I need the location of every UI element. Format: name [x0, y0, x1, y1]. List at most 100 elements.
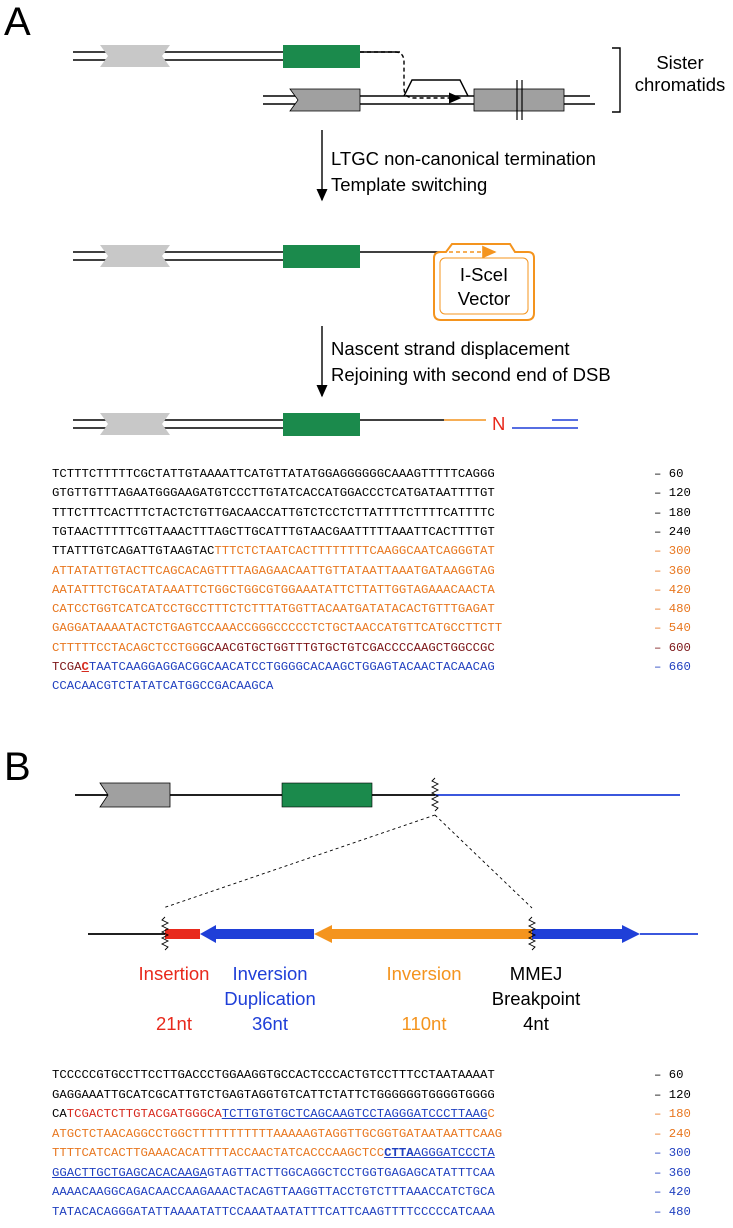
step1-line1: LTGC non-canonical termination [331, 148, 596, 169]
panel-a-letter: A [4, 0, 31, 44]
sequence-segment: CATCCTGGTCATCATCCTGCCTTTCTCTTTATGGTTACAA… [52, 602, 495, 617]
mmej-label-1: MMEJ [509, 963, 563, 984]
sequence-segment: TAATCAAGGAGGACGGCAACATCCTGGGGCACAAGCTGGA… [88, 660, 495, 674]
sequence-row: TTTTCATCACTTGAAACACATTTTACCAACTATCACCCAA… [52, 1145, 495, 1161]
sequence-row: GAGGAAATTGCATCGCATTGTCTGAGTAGGTGTCATTCTA… [52, 1087, 495, 1103]
sequence-row: ATTATATTGTACTTCAGCACAGTTTTAGAGAACAATTGTT… [52, 563, 495, 579]
sequence-segment: TCGA [52, 660, 82, 674]
sequence-segment: CTTTTTCCTACAGCTCCTGG [52, 640, 200, 655]
inv-dup-label-1: Inversion [232, 963, 308, 984]
sequence-row: ATGCTCTAACAGGCCTGGCTTTTTTTTTTTAAAAAGTAGG… [52, 1126, 502, 1142]
sequence-segment: CA [52, 1107, 67, 1121]
inv-dup-label-2: Duplication [224, 988, 316, 1009]
sequence-segment: C [487, 1107, 495, 1121]
inv-dup-length: 36nt [251, 1013, 288, 1034]
gray-arrow-box [100, 45, 170, 67]
step2-line2: Rejoining with second end of DSB [331, 364, 611, 385]
sequence-row: TATACACAGGGATATTAAAATATTCCAAATAATATTTCAT… [52, 1204, 495, 1220]
gray-arrow-box-b [99, 782, 171, 808]
sequence-row: GGACTTGCTGAGCACACAAGAGTAGTTACTTGGCAGGCTC… [52, 1165, 495, 1181]
sequence-segment: TCTTGTGTGCTCAGCAAGTCCTAGGGATCCCTTAAG [221, 1107, 488, 1121]
sequence-segment: GAGGATAAAATACTCTGAGTCCAAACCGGGCCCCCTCTGC… [52, 621, 503, 636]
sequence-segment: ATTATATTGTACTTCAGCACAGTTTTAGAGAACAATTGTT… [52, 563, 495, 578]
sequence-position: – 420 [654, 1185, 691, 1199]
sequence-segment: GAGGAAATTGCATCGCATTGTCTGAGTAGGTGTCATTCTA… [52, 1087, 495, 1102]
sequence-row: AAAACAAGGCAGACAACCAAGAAACTACAGTTAAGGTTAC… [52, 1184, 495, 1200]
inversion-length: 110nt [401, 1013, 447, 1034]
sequence-segment: TGTAACTTTTTCGTTAAACTTTAGCTTGCATTTGTAACGA… [52, 524, 495, 539]
gray-box-2 [473, 88, 565, 112]
sequence-row: GTGTTGTTTAGAATGGGAAGATGTCCCTTGTATCACCATG… [52, 485, 495, 501]
sequence-segment: GTGTTGTTTAGAATGGGAAGATGTCCCTTGTATCACCATG… [52, 486, 495, 501]
sequence-position: – 60 [654, 1068, 684, 1082]
sequence-segment: GGACTTGCTGAGCACACAAGA [52, 1165, 207, 1180]
sequence-position: – 540 [654, 621, 691, 636]
sequence-segment: TTTTCATCACTTGAAACACATTTTACCAACTATCACCCAA… [52, 1146, 385, 1160]
sister-bracket [612, 47, 621, 113]
sequence-row: TCGACTAATCAAGGAGGACGGCAACATCCTGGGGCACAAG… [52, 659, 495, 675]
sequence-position: – 180 [654, 505, 691, 520]
sequence-position: – 480 [654, 602, 691, 617]
inversion-arrow [314, 925, 532, 943]
gray-arrow-box-2 [289, 88, 361, 112]
sequence-row: CCACAACGTCTATATCATGGCCGACAAGCA [52, 678, 273, 694]
green-box-b [281, 782, 373, 808]
sequence-row: TCCCCCGTGCCTTCCTTGACCCTGGAAGGTGCCACTCCCA… [52, 1067, 495, 1083]
sequence-position: – 360 [654, 1165, 691, 1180]
sequence-position: – 600 [654, 640, 691, 655]
sequence-position: – 240 [654, 1126, 691, 1141]
rejoin-diagram [73, 413, 578, 436]
step2-line1: Nascent strand displacement [331, 338, 570, 359]
panel-a-sequence: TCTTTCTTTTTCGCTATTGTAAAATTCATGTTATATGGAG… [0, 466, 733, 693]
sequence-position: – 300 [654, 1146, 691, 1160]
sequence-row: TTTCTTTCACTTTCTACTCTGTTGACAACCATTGTCTCCT… [52, 505, 495, 521]
panel-b-diagram [75, 777, 680, 909]
sequence-row: CATCCTGGTCATCATCCTGCCTTTCTCTTTATGGTTACAA… [52, 601, 495, 617]
template-switch-diagram [73, 243, 535, 321]
inv-dup-arrow [200, 925, 314, 943]
sequence-position: – 60 [654, 467, 684, 481]
vector-box [433, 243, 535, 321]
bottom-chromatid [263, 79, 595, 120]
sequence-segment: TCCCCCGTGCCTTCCTTGACCCTGGAAGGTGCCACTCCCA… [52, 1068, 495, 1082]
sequence-segment: ATGCTCTAACAGGCCTGGCTTTTTTTTTTTAAAAAGTAGG… [52, 1126, 503, 1141]
sequence-segment: TTATTTGTCAGATTGTAAGTAC [52, 544, 215, 559]
sequence-segment: AAAACAAGGCAGACAACCAAGAAACTACAGTTAAGGTTAC… [52, 1185, 495, 1199]
sequence-segment: GTAGTTACTTGGCAGGCTCCTGGTGAGAGCATATTTCAA [206, 1165, 495, 1180]
step1-line2: Template switching [331, 174, 488, 195]
sequence-segment: AATATTTCTGCATATAAATTCTGGCTGGCGTGGAAATATT… [52, 582, 495, 597]
sequence-position: – 360 [654, 563, 691, 578]
panel-b-sequence: TCCCCCGTGCCTTCCTTGACCCTGGAAGGTGCCACTCCCA… [0, 1067, 733, 1227]
vector-label-2: Vector [457, 288, 511, 309]
sequence-segment: CTTA [384, 1146, 414, 1160]
sequence-segment: TATACACAGGGATATTAAAATATTCCAAATAATATTTCAT… [52, 1204, 495, 1219]
forward-arrow [532, 925, 640, 943]
sequence-segment: TTTCTCTAATCACTTTTTTTTCAAGGCAATCAGGGTAT [214, 544, 495, 559]
sequence-position: – 120 [654, 1087, 691, 1102]
inversion-label: Inversion [386, 963, 462, 984]
panel-b-zoom [88, 916, 698, 951]
insertion-length: 21nt [155, 1013, 192, 1034]
sequence-row: TGTAACTTTTTCGTTAAACTTTAGCTTGCATTTGTAACGA… [52, 524, 495, 540]
insertion-bar [165, 929, 200, 939]
mmej-length: 4nt [523, 1013, 549, 1034]
sequence-segment: TCGACTCTTGTACGATGGGCA [66, 1107, 222, 1121]
sequence-position: – 480 [654, 1204, 691, 1219]
vector-label-1: I-SceI [459, 264, 509, 285]
green-box [283, 45, 360, 68]
sequence-row: AATATTTCTGCATATAAATTCTGGCTGGCGTGGAAATATT… [52, 582, 495, 598]
sequence-segment: CCACAACGTCTATATCATGGCCGACAAGCA [52, 679, 274, 694]
sequence-position: – 420 [654, 582, 691, 597]
sequence-row: TCTTTCTTTTTCGCTATTGTAAAATTCATGTTATATGGAG… [52, 466, 495, 482]
panel-a-diagram [73, 45, 621, 436]
n-label: N [492, 413, 506, 434]
mmej-label-2: Breakpoint [491, 988, 581, 1009]
sequence-position: – 180 [654, 1107, 691, 1121]
sequence-row: GAGGATAAAATACTCTGAGTCCAAACCGGGCCCCCTCTGC… [52, 620, 502, 636]
panel-b-letter: B [4, 745, 31, 789]
top-chromatid [73, 45, 462, 104]
sequence-position: – 660 [654, 660, 691, 674]
sequence-segment: TCTTTCTTTTTCGCTATTGTAAAATTCATGTTATATGGAG… [52, 467, 495, 481]
sister-label-1: Sister [656, 52, 704, 73]
sequence-row: CATCGACTCTTGTACGATGGGCATCTTGTGTGCTCAGCAA… [52, 1106, 495, 1122]
